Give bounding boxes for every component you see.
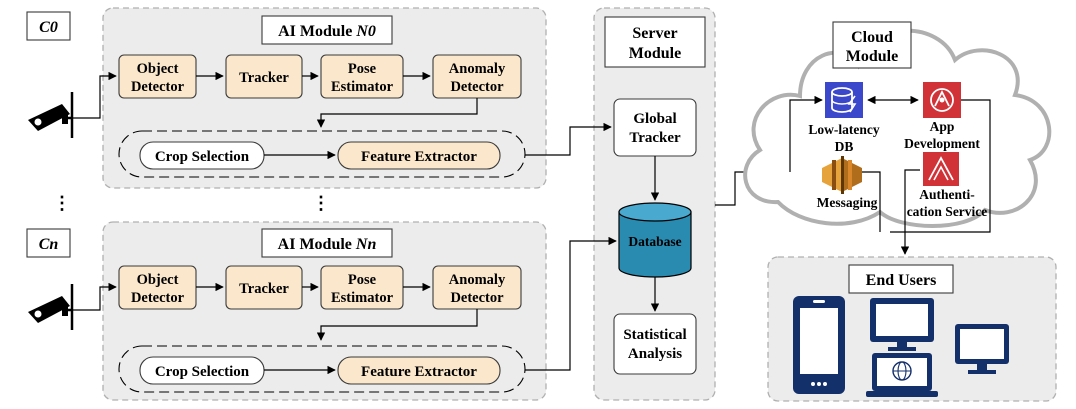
ai-module-title-box: [261, 228, 393, 258]
cloud-shape: [743, 28, 1052, 228]
app-development-icon: [923, 82, 961, 118]
ai-module-title: AI Module N0: [278, 23, 376, 40]
crop-feature-group: [118, 345, 526, 393]
tracker-label: Tracker: [239, 281, 289, 297]
camera-label: C0: [39, 19, 58, 36]
end-users-panel: End Users: [767, 256, 1057, 402]
camera-c0: C0: [26, 11, 74, 138]
crop-selection-label: Crop Selection: [155, 364, 250, 380]
cctv-camera-icon: [28, 92, 74, 138]
camera-label: Cn: [39, 236, 59, 253]
dynamodb-icon: [825, 82, 863, 118]
authentication-service-icon: [923, 152, 959, 186]
database-cylinder-icon: [618, 202, 692, 278]
camera-cn-connector: [72, 282, 117, 311]
messaging-icon: [822, 156, 862, 194]
end-users-title: End Users: [866, 272, 937, 289]
module-nn-to-database: [525, 236, 617, 371]
feature-extractor-box: [337, 141, 501, 170]
ai-module-title: AI Module Nn: [278, 236, 377, 253]
statistical-analysis-box: [613, 313, 697, 375]
server-title-box: [604, 16, 706, 68]
smartphone-icon: [793, 296, 845, 394]
feature-extractor-label: Feature Extractor: [361, 149, 477, 165]
monitor-icon: [870, 298, 934, 351]
crop-feature-group: [118, 130, 526, 178]
crop-selection-label: Crop Selection: [155, 149, 250, 165]
messaging-label: Messaging: [817, 195, 878, 210]
camera-label-box: [26, 228, 71, 258]
authentication-service-label: Authenti-cation Service: [907, 187, 988, 219]
ellipsis-modules: ⋮: [312, 193, 330, 213]
tracker-label: Tracker: [239, 70, 289, 86]
camera-c0-connector: [72, 71, 117, 119]
global-tracker-box: [613, 98, 697, 157]
cctv-camera-icon: [28, 284, 74, 330]
ai-module-title-box: [261, 15, 393, 45]
end-users-title-box: [848, 264, 954, 294]
feature-extractor-box: [337, 356, 501, 385]
database-label: Database: [628, 234, 681, 249]
module-n0-to-global-tracker: [525, 122, 612, 156]
cloud-title-box: [832, 21, 912, 69]
camera-label-box: [26, 11, 71, 41]
laptop-web-icon: [866, 353, 938, 397]
camera-cn: Cn: [26, 228, 74, 330]
ellipsis-cameras: ⋮: [53, 193, 71, 213]
desktop-monitor-icon: [955, 324, 1009, 374]
feature-extractor-label: Feature Extractor: [361, 364, 477, 380]
